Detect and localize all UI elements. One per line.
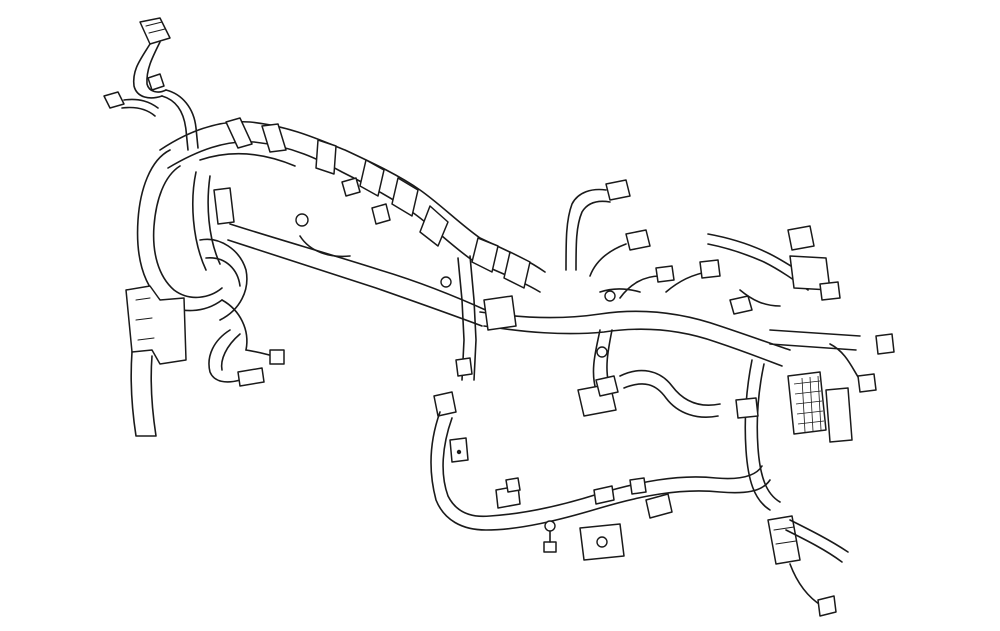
lower-loop-bundle [430,411,771,561]
top-left-pigtail [132,17,199,151]
left-lower-pigtail [208,329,285,387]
left-small-connector [103,91,159,117]
upper-trunk-bundle [159,117,546,293]
upper-center-pigtails [565,179,721,302]
left-loop-bundle [125,149,248,437]
center-drop-branch [433,255,477,417]
diagonal-trunk [227,223,491,327]
right-upper-branch [707,225,841,315]
center-junction [479,295,791,418]
right-lower-branch [735,359,849,617]
right-module [769,329,895,443]
